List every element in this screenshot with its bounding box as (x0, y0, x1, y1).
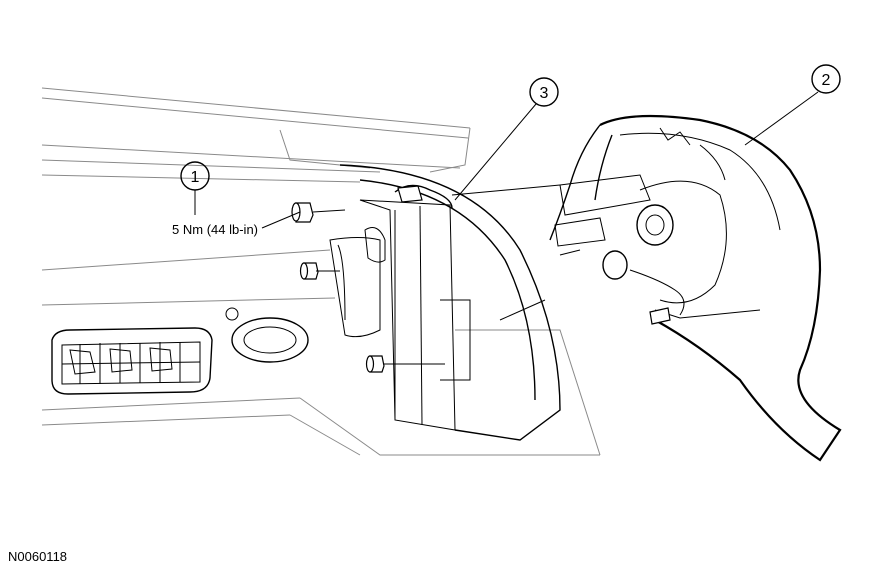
vent-grille (51, 327, 213, 395)
callout-2: 2 (811, 64, 841, 94)
callout-leaders (194, 91, 819, 229)
nut-lower (365, 355, 385, 373)
fastener-nuts (291, 202, 445, 373)
callout-2-circle (811, 64, 841, 94)
callout-1-circle (180, 161, 210, 191)
tail-lamp-assembly (549, 114, 842, 462)
lamp-opening (329, 164, 561, 441)
torque-spec-label: 5 Nm (44 lb-in) (172, 222, 258, 237)
nut-middle (299, 262, 319, 280)
callout-2-number: 2 (822, 72, 831, 89)
nut-upper (291, 202, 314, 223)
callout-3-circle (529, 77, 559, 107)
callout-1: 1 5 Nm (44 lb-in) (172, 161, 258, 237)
figure-id: N0060118 (8, 549, 67, 564)
grommet (225, 307, 309, 363)
callout-1-number: 1 (191, 169, 200, 186)
wire-connector (394, 184, 561, 209)
callout-3-number: 3 (540, 85, 549, 102)
callout-3: 3 (529, 77, 559, 107)
